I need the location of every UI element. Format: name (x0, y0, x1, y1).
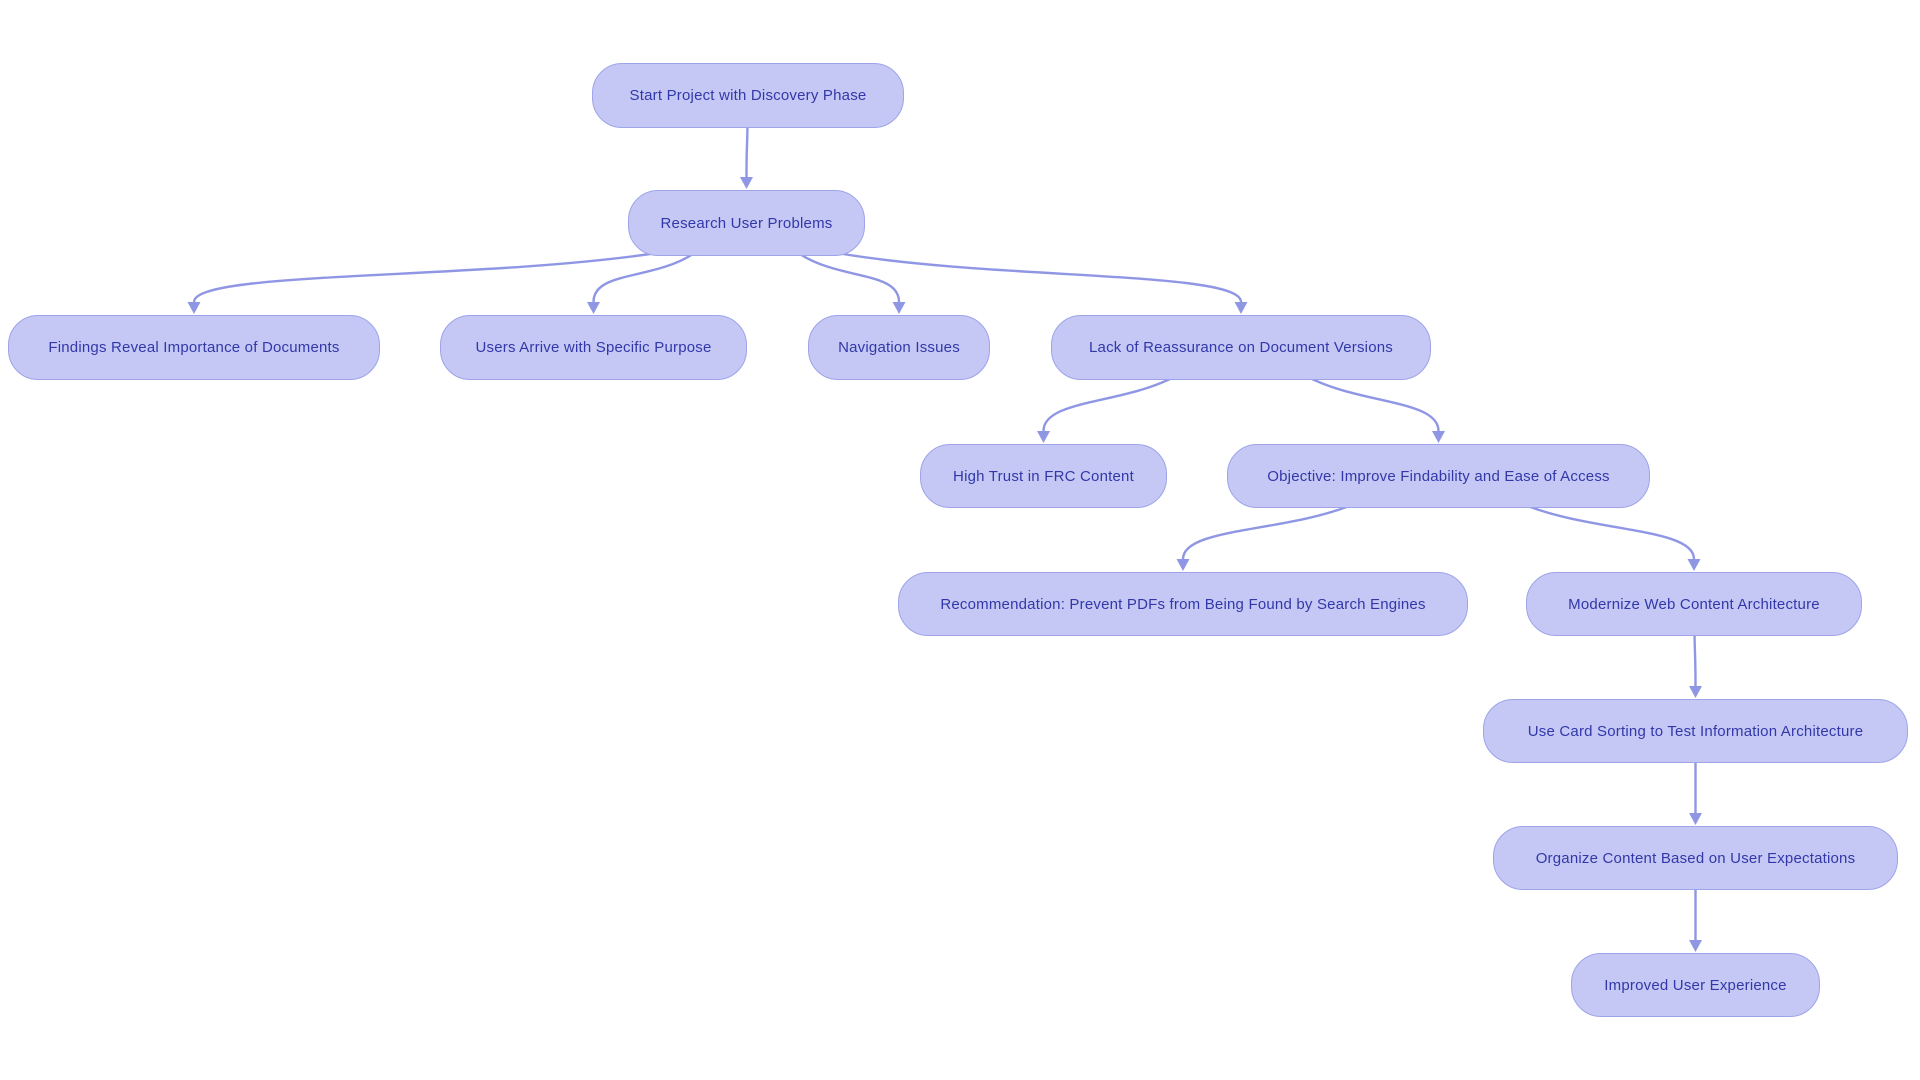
flow-node-modernize: Modernize Web Content Architecture (1526, 572, 1862, 636)
arrowhead-objective-to-recommendation (1176, 559, 1190, 571)
flow-node-recommendation: Recommendation: Prevent PDFs from Being … (898, 572, 1468, 636)
edge-lack-reassurance-to-objective (1308, 376, 1440, 433)
flow-node-high-trust: High Trust in FRC Content (920, 444, 1167, 508)
flow-node-users-arrive: Users Arrive with Specific Purpose (440, 315, 747, 380)
flow-node-improved-ux: Improved User Experience (1571, 953, 1820, 1017)
edge-objective-to-modernize (1526, 504, 1696, 561)
arrowhead-modernize-to-card-sorting (1689, 686, 1702, 698)
arrowhead-research-to-users-arrive (587, 302, 600, 314)
edge-objective-to-recommendation (1181, 504, 1351, 561)
arrowhead-research-to-lack-reassurance (1234, 302, 1248, 314)
arrowhead-research-to-navigation (892, 302, 906, 314)
flow-node-research: Research User Problems (628, 190, 865, 256)
arrowhead-card-sorting-to-organize (1689, 813, 1702, 825)
flow-node-organize: Organize Content Based on User Expectati… (1493, 826, 1898, 890)
flow-node-card-sorting: Use Card Sorting to Test Information Arc… (1483, 699, 1908, 763)
arrowhead-objective-to-modernize (1687, 559, 1701, 571)
edge-start-to-research (745, 124, 749, 179)
flow-node-findings: Findings Reveal Importance of Documents (8, 315, 380, 380)
edge-research-to-lack-reassurance (841, 252, 1243, 304)
flow-node-lack-reassurance: Lack of Reassurance on Document Versions (1051, 315, 1431, 380)
arrowhead-start-to-research (740, 177, 753, 189)
flow-node-start: Start Project with Discovery Phase (592, 63, 904, 128)
edge-research-to-users-arrive (592, 252, 695, 304)
arrowhead-research-to-findings (187, 302, 201, 314)
arrowhead-organize-to-improved-ux (1689, 940, 1702, 952)
edge-modernize-to-card-sorting (1693, 632, 1697, 688)
flow-node-navigation: Navigation Issues (808, 315, 990, 380)
arrowhead-lack-reassurance-to-high-trust (1037, 431, 1050, 443)
arrowhead-lack-reassurance-to-objective (1432, 431, 1445, 443)
flow-node-objective: Objective: Improve Findability and Ease … (1227, 444, 1650, 508)
edge-research-to-findings (192, 252, 652, 304)
edge-lack-reassurance-to-high-trust (1042, 376, 1174, 433)
edge-research-to-navigation (798, 252, 901, 304)
